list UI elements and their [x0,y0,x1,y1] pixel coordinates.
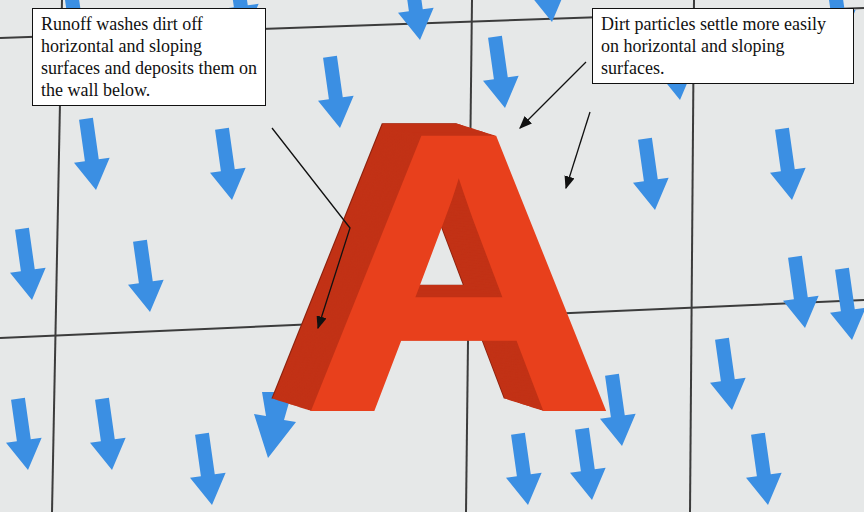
runoff-arrow [84,396,130,472]
leader-line [520,62,586,128]
callout-text: Dirt particles settle more easily on hor… [601,13,845,79]
runoff-arrow [184,431,230,507]
drip-arrow [254,392,296,458]
runoff-arrow [777,254,823,330]
runoff-arrow [122,238,168,314]
runoff-arrow [4,226,50,302]
leader-line [272,128,350,328]
runoff-arrow [764,126,810,202]
runoff-arrow [740,431,786,507]
leader-line [566,112,590,188]
runoff-arrow [824,266,864,342]
runoff-arrow [627,136,673,212]
letter-sign: A [300,73,618,473]
runoff-arrow [704,336,750,412]
callout-box: Runoff washes dirt off horizontal and sl… [32,8,266,106]
runoff-arrow [524,0,570,25]
runoff-arrow [204,126,250,202]
runoff-arrow [0,396,46,472]
runoff-arrow [68,116,114,192]
callout-text: Runoff washes dirt off horizontal and sl… [41,13,257,101]
runoff-arrow [392,0,438,43]
callout-box: Dirt particles settle more easily on hor… [592,8,854,84]
